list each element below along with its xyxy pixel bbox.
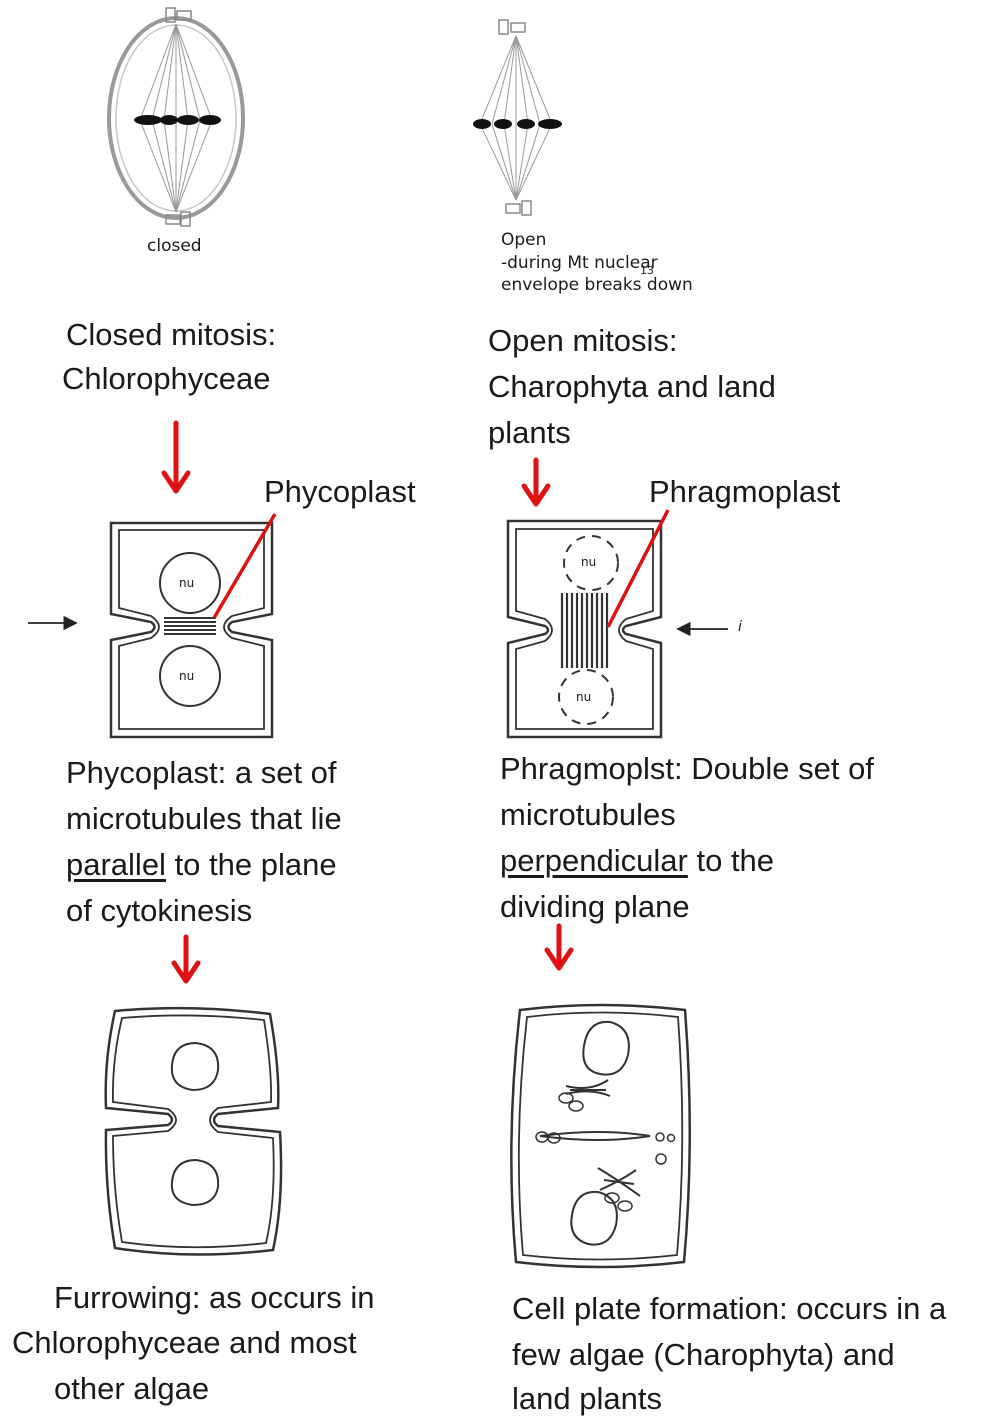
open-mitosis-group-line2: plants xyxy=(488,410,571,456)
cell-plate-caption-line2: few algae (Charophyta) and xyxy=(512,1332,895,1378)
arrow-down-icon xyxy=(547,926,571,968)
phragmoplast-desc-line2: microtubules xyxy=(500,792,676,838)
closed-label: closed xyxy=(147,236,202,257)
parallel-keyword: parallel xyxy=(66,847,166,882)
phragmoplast-callout: Phragmoplast xyxy=(649,469,840,515)
arrow-down-icon xyxy=(164,423,188,491)
furrowing-caption-line1: Furrowing: as occurs in xyxy=(54,1275,374,1321)
phragmoplast-desc-line4: dividing plane xyxy=(500,884,690,930)
perpendicular-keyword: perpendicular xyxy=(500,843,688,878)
phycoplast-desc-line4: of cytokinesis xyxy=(66,888,252,934)
cell-plate-illustration xyxy=(511,1005,689,1267)
phycoplast-desc-line2: microtubules that lie xyxy=(66,796,342,842)
nucleus-label: nu xyxy=(179,669,194,683)
phycoplast-callout: Phycoplast xyxy=(264,469,416,515)
arrow-down-icon xyxy=(174,937,198,981)
nucleus-label: nu xyxy=(581,555,596,569)
open-mitosis-group-line1: Charophyta and land xyxy=(488,364,776,410)
furrowing-caption-line2: Chlorophyceae and most xyxy=(12,1320,357,1366)
phragmoplast-desc-line1: Phragmoplst: Double set of xyxy=(500,746,874,792)
open-label: Open xyxy=(501,230,546,251)
arrow-down-icon xyxy=(524,460,548,504)
furrowing-caption-line3: other algae xyxy=(54,1366,209,1412)
phycoplast-cell-illustration xyxy=(111,523,272,737)
open-mitosis-heading: Open mitosis: xyxy=(488,318,678,364)
slide-page-number: 13 xyxy=(640,265,654,277)
phragmoplast-cell-illustration xyxy=(508,521,661,737)
furrowing-cell-illustration xyxy=(106,1008,281,1254)
phycoplast-desc-line3: parallel to the plane xyxy=(66,842,337,888)
cell-plate-caption-line1: Cell plate formation: occurs in a xyxy=(512,1286,946,1332)
phycoplast-desc-line1: Phycoplast: a set of xyxy=(66,750,337,796)
open-note-line2: envelope breaks down xyxy=(501,275,693,296)
open-note-line1: -during Mt nuclear xyxy=(501,253,658,274)
cell-plate-caption-line3: land plants xyxy=(512,1376,662,1422)
nucleus-label: nu xyxy=(576,690,591,704)
nucleus-label: nu xyxy=(179,576,194,590)
open-spindle-illustration xyxy=(473,20,562,215)
stray-mark: i xyxy=(738,619,742,635)
closed-mitosis-heading: Closed mitosis: xyxy=(66,312,276,358)
closed-spindle-illustration xyxy=(109,8,243,226)
closed-mitosis-group: Chlorophyceae xyxy=(62,356,271,402)
phragmoplast-desc-line3: perpendicular to the xyxy=(500,838,774,884)
